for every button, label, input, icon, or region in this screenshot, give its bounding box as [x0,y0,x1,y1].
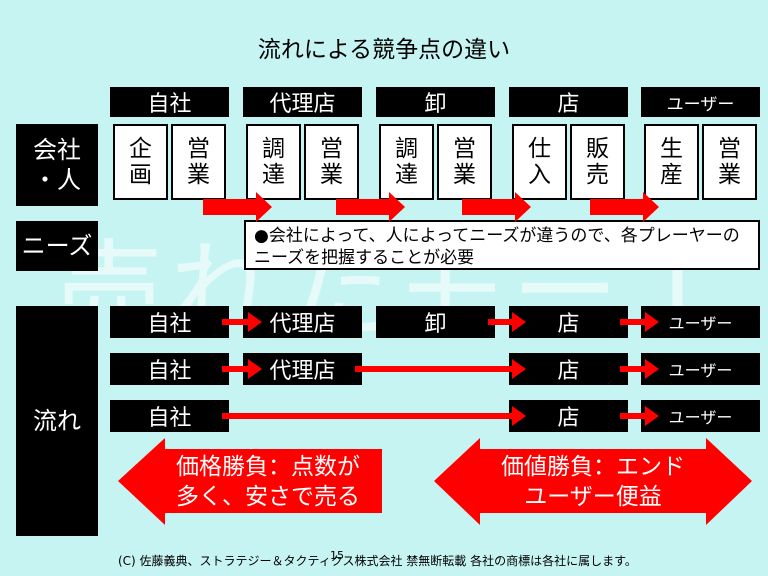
header-agency: 代理店 [243,87,362,117]
flow-own-company: 自社 [110,306,229,338]
flow-store: 店 [509,306,628,338]
value-competition-label: 価値勝負：エンド ユーザー便益 [501,454,685,510]
flow-user: ユーザー [641,400,760,432]
flow-arrow [222,359,262,379]
function-cell-selling: 販売 [570,124,625,200]
flow-user: ユーザー [641,353,760,385]
row-label-company-person: 会社 ・人 [16,124,98,206]
function-cell-sales: 営業 [171,124,226,200]
flow-own-company: 自社 [110,400,229,432]
flow-arrow [222,406,526,426]
function-cell-purchasing: 仕入 [512,124,567,200]
function-cell-sales: 営業 [702,124,757,200]
chevron-arrow [336,192,405,222]
header-store: 店 [509,87,628,117]
flow-arrow [620,312,659,332]
flow-arrow [488,312,526,332]
flow-arrow [355,359,526,379]
function-cell-procurement: 調達 [246,124,301,200]
flow-wholesaler: 卸 [376,306,495,338]
price-competition-arrow [118,438,382,525]
row-label-flow: 流れ [16,306,98,536]
flow-arrow [620,359,659,379]
flow-agency: 代理店 [243,353,362,385]
page-number: 15 [330,549,344,562]
flow-own-company: 自社 [110,353,229,385]
header-wholesaler: 卸 [376,87,495,117]
flow-user: ユーザー [641,306,760,338]
needs-description: ●会社によって、人によってニーズが違うので、各プレーヤーのニーズを把握することが… [244,220,760,270]
header-own-company: 自社 [110,87,229,117]
function-cell-procurement: 調達 [379,124,434,200]
page-title: 流れによる競争点の違い [257,37,511,63]
flow-store: 店 [509,353,628,385]
chevron-arrow [203,192,272,222]
flow-arrow [222,312,262,332]
function-cell-production: 生産 [644,124,699,200]
header-user: ユーザー [641,87,760,117]
copyright-footer: (C) 佐藤義典、ストラテジー＆タクティクス株式会社 禁無断転載 各社の商標は各… [118,554,637,568]
flow-store: 店 [509,400,628,432]
function-cell-sales: 営業 [437,124,492,200]
flow-arrow [620,406,659,426]
function-cell-sales: 営業 [304,124,359,200]
chevron-arrow [462,192,531,222]
row-label-needs: ニーズ [16,221,98,271]
function-cell-planning: 企画 [113,124,168,200]
value-competition-arrow [434,438,752,525]
chevron-arrow [590,192,659,222]
flow-agency: 代理店 [243,306,362,338]
price-competition-label: 価格勝負：点数が 多く、安さで売る [176,454,360,510]
